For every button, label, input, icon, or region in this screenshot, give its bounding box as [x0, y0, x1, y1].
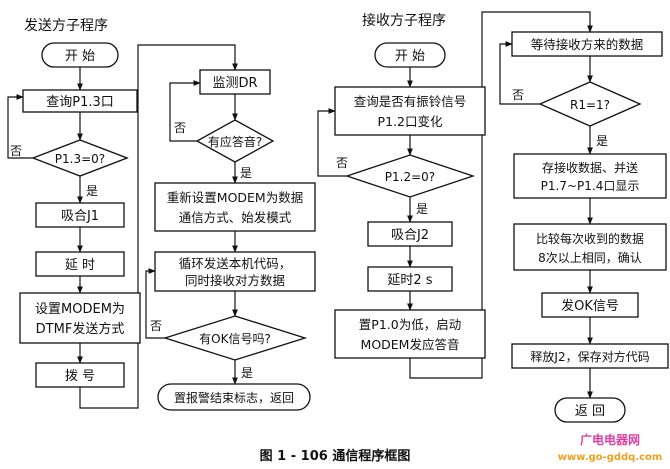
p13-decision-label: P1.3=0? — [55, 152, 105, 166]
set-alarm-return-node: 置报警结束标志，返回 — [157, 383, 311, 411]
recv-return-node: 返 回 — [554, 397, 626, 423]
compare-data-node: 比较每次收到的数据 8次以上相同，确认 — [513, 223, 667, 271]
wait-data-label: 等待接收方来的数据 — [531, 37, 644, 52]
send-start-label: 开 始 — [65, 49, 95, 64]
p12-decision-label: P1.2=0? — [385, 170, 435, 184]
release-j2-label: 释放J2，保存对方代码 — [530, 349, 649, 364]
send-ok-label: 发OK信号 — [561, 298, 619, 314]
loop-send-line1: 循环发送本机代码， — [179, 256, 292, 271]
set-p10-line1: 置P1.0为低，启动 — [359, 317, 461, 332]
flow-edges — [7, 11, 593, 409]
set-alarm-return-label: 置报警结束标志，返回 — [174, 390, 294, 405]
watermark-line1: 广电电器网 — [580, 432, 640, 447]
r1-no-label: 否 — [512, 88, 524, 102]
send-start-node: 开 始 — [41, 42, 119, 68]
store-data-line2: P1.7~P1.4口显示 — [541, 179, 640, 193]
delay-2s-node: 延时2 s — [367, 266, 453, 292]
ok-yes-label: 是 — [241, 366, 253, 380]
query-ring-node: 查询是否有振铃信号 P1.2口变化 — [334, 86, 486, 136]
dial-node: 拨 号 — [35, 362, 125, 388]
send-delay-node: 延 时 — [35, 251, 125, 277]
release-j2-node: 释放J2，保存对方代码 — [511, 343, 669, 369]
loop-send-line2: 同时接收对方数据 — [185, 273, 285, 288]
pull-j2-label: 吸合J2 — [391, 228, 429, 243]
reset-modem-line1: 重新设置MODEM为数据 — [167, 190, 303, 205]
watermark-line2: www.go-gddq.com — [558, 452, 663, 463]
answer-tone-decision-node: 有应答音? — [195, 119, 275, 163]
wait-data-node: 等待接收方来的数据 — [511, 31, 663, 57]
loop-send-node: 循环发送本机代码， 同时接收对方数据 — [154, 251, 316, 292]
recv-start-node: 开 始 — [374, 42, 446, 68]
r1-decision-label: R1=1? — [570, 98, 610, 112]
p12-yes-label: 是 — [416, 202, 428, 216]
ok-no-label: 否 — [150, 319, 162, 333]
query-ring-line1: 查询是否有振铃信号 — [354, 94, 467, 109]
query-ring-line2: P1.2口变化 — [378, 114, 443, 129]
monitor-dr-node: 监测DR — [199, 69, 271, 95]
dial-label: 拨 号 — [65, 369, 95, 384]
query-p13-label: 查询P1.3口 — [46, 95, 114, 110]
answer-no-label: 否 — [174, 121, 186, 135]
reset-modem-line2: 通信方式、始发模式 — [179, 210, 292, 225]
set-modem-line1: 设置MODEM为 — [35, 302, 125, 317]
query-p13-node: 查询P1.3口 — [22, 89, 138, 113]
ok-signal-decision-node: 有OK信号吗? — [162, 315, 308, 361]
p13-yes-label: 是 — [86, 184, 98, 198]
p12-no-label: 否 — [336, 156, 348, 170]
answer-tone-decision-label: 有应答音? — [208, 134, 262, 149]
store-data-node: 存接收数据、并送 P1.7~P1.4口显示 — [513, 153, 667, 199]
set-p10-line2: MODEM发应答音 — [361, 337, 460, 352]
compare-data-line2: 8次以上相同，确认 — [538, 251, 642, 265]
p13-no-label: 否 — [10, 144, 22, 158]
send-subroutine-title: 发送方子程序 — [24, 18, 108, 34]
store-data-line1: 存接收数据、并送 — [542, 160, 638, 175]
recv-return-label: 返 回 — [575, 404, 605, 419]
reset-modem-node: 重新设置MODEM为数据 通信方式、始发模式 — [154, 182, 316, 232]
delay-2s-label: 延时2 s — [387, 273, 432, 288]
set-p10-node: 置P1.0为低，启动 MODEM发应答音 — [334, 309, 486, 359]
recv-start-label: 开 始 — [395, 49, 425, 64]
pull-j1-label: 吸合J1 — [61, 209, 99, 224]
pull-j2-node: 吸合J2 — [367, 221, 453, 247]
answer-yes-label: 是 — [240, 166, 252, 180]
ok-signal-decision-label: 有OK信号吗? — [199, 332, 271, 346]
set-modem-line2: DTMF发送方式 — [36, 321, 125, 337]
send-delay-label: 延 时 — [65, 258, 95, 273]
r1-decision-node: R1=1? — [538, 81, 642, 127]
p12-decision-node: P1.2=0? — [344, 154, 476, 198]
figure-caption: 图 1 - 106 通信程序框图 — [260, 448, 411, 464]
receive-subroutine-title: 接收方子程序 — [362, 12, 446, 29]
pull-j1-node: 吸合J1 — [35, 202, 125, 228]
set-modem-dtmf-node: 设置MODEM为 DTMF发送方式 — [19, 292, 141, 344]
watermark: 广电电器网 www.go-gddq.com — [558, 432, 663, 463]
compare-data-line1: 比较每次收到的数据 — [536, 231, 644, 246]
r1-yes-label: 是 — [596, 134, 608, 148]
p13-decision-node: P1.3=0? — [31, 139, 129, 177]
monitor-dr-label: 监测DR — [212, 76, 257, 91]
send-ok-node: 发OK信号 — [541, 292, 639, 318]
